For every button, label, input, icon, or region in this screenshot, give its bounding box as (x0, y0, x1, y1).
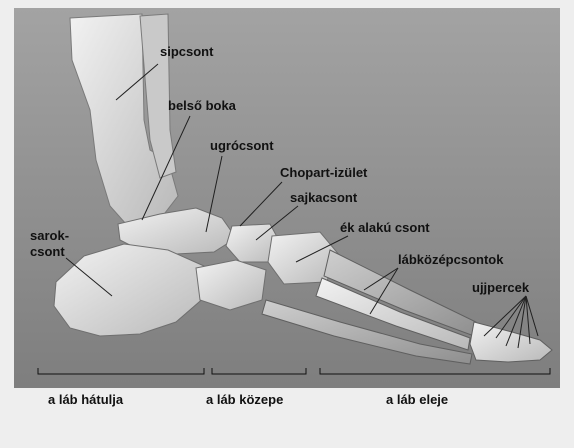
zone-label-hindfoot: a láb hátulja (48, 392, 123, 407)
label-phalanges: ujjpercek (472, 280, 529, 295)
label-cuneiform: ék alakú csont (340, 220, 430, 235)
label-calcaneus-line1: sarok- (30, 228, 69, 243)
zone-label-forefoot: a láb eleje (386, 392, 448, 407)
zone-label-midfoot: a láb közepe (206, 392, 283, 407)
cuboid-bone (196, 260, 266, 310)
label-navicular: sajkacsont (290, 190, 357, 205)
label-medial-malleolus: belső boka (168, 98, 236, 113)
label-talus: ugrócsont (210, 138, 274, 153)
label-metatarsals: lábközépcsontok (398, 252, 503, 267)
label-chopart-joint: Chopart-izület (280, 165, 367, 180)
label-calcaneus-line2: csont (30, 244, 65, 259)
label-tibia: sipcsont (160, 44, 213, 59)
